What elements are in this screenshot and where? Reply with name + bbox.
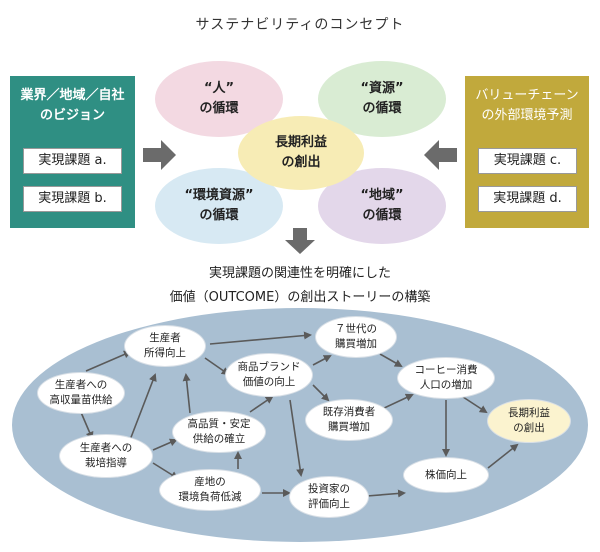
node-cultivation-guidance: 生産者への 栽培指導: [60, 435, 152, 477]
story-caption-line1: 実現課題の関連性を明確にした: [208, 266, 391, 281]
connector-cultivation-to-quality: [152, 438, 178, 451]
task-a-box: 実現課題 a.: [23, 148, 122, 174]
story-caption-line2: 価値（OUTCOME）の創出ストーリーの構築: [169, 290, 431, 305]
connector-seedling-to-cultivation: [79, 409, 94, 440]
connector-coffee-to-profit: [459, 394, 488, 414]
arrow-right-icon: [143, 140, 176, 170]
connector-income-to-brand: [204, 357, 230, 376]
connector-brand-to-investor: [289, 399, 305, 477]
node-investor-rating: 投資家の 評価向上: [290, 477, 368, 517]
node-long-term-profit: 長期利益 の創出: [488, 400, 570, 442]
connector-income-to-seven: [209, 331, 312, 345]
node-env-load: 産地の 環境負荷低減: [160, 470, 260, 510]
node-quality-supply: 高品質・安定 供給の確立: [173, 412, 265, 452]
vision-panel-heading: 業界／地域／自社 のビジョン: [20, 88, 125, 123]
vision-panel: 業界／地域／自社 のビジョン 実現課題 a. 実現課題 b.: [10, 76, 135, 228]
connector-seven-to-coffee: [379, 353, 403, 367]
connector-seedling-to-income: [85, 350, 132, 372]
node-seedling-supply: 生産者への 高収量苗供給: [38, 373, 124, 413]
task-c-box: 実現課題 c.: [478, 148, 577, 174]
long-term-profit-ellipse: 長期利益 の創出: [238, 116, 364, 190]
node-brand-value: 商品ブランド 価値の向上: [226, 354, 312, 396]
arrow-left-icon: [424, 140, 457, 170]
forecast-panel-heading: バリューチェーン の外部環境予測: [475, 88, 579, 123]
connector-cultivation-to-income: [129, 373, 157, 441]
node-stock-price: 株価向上: [404, 458, 488, 492]
connector-stock-to-profit: [487, 443, 519, 469]
node-coffee-population: コーヒー消費 人口の増加: [398, 358, 494, 398]
arrow-down-icon: [285, 228, 315, 254]
diagram-title: サステナビリティのコンセプト: [195, 17, 405, 33]
node-existing-consumers: 既存消費者 購買増加: [306, 400, 392, 440]
forecast-panel: バリューチェーン の外部環境予測 実現課題 c. 実現課題 d.: [465, 76, 589, 228]
node-seven-gen: ７世代の 購買増加: [316, 317, 396, 357]
task-b-box: 実現課題 b.: [23, 186, 122, 212]
connector-quality-to-brand: [249, 395, 274, 413]
connector-existing-to-coffee: [379, 393, 414, 411]
connector-investor-to-stock: [366, 489, 406, 498]
task-d-box: 実現課題 d.: [478, 186, 577, 212]
node-producer-income: 生産者 所得向上: [125, 326, 205, 366]
connector-brand-to-existing: [312, 384, 330, 402]
connector-brand-to-seven: [312, 355, 332, 366]
connector-quality-to-income: [182, 373, 191, 414]
